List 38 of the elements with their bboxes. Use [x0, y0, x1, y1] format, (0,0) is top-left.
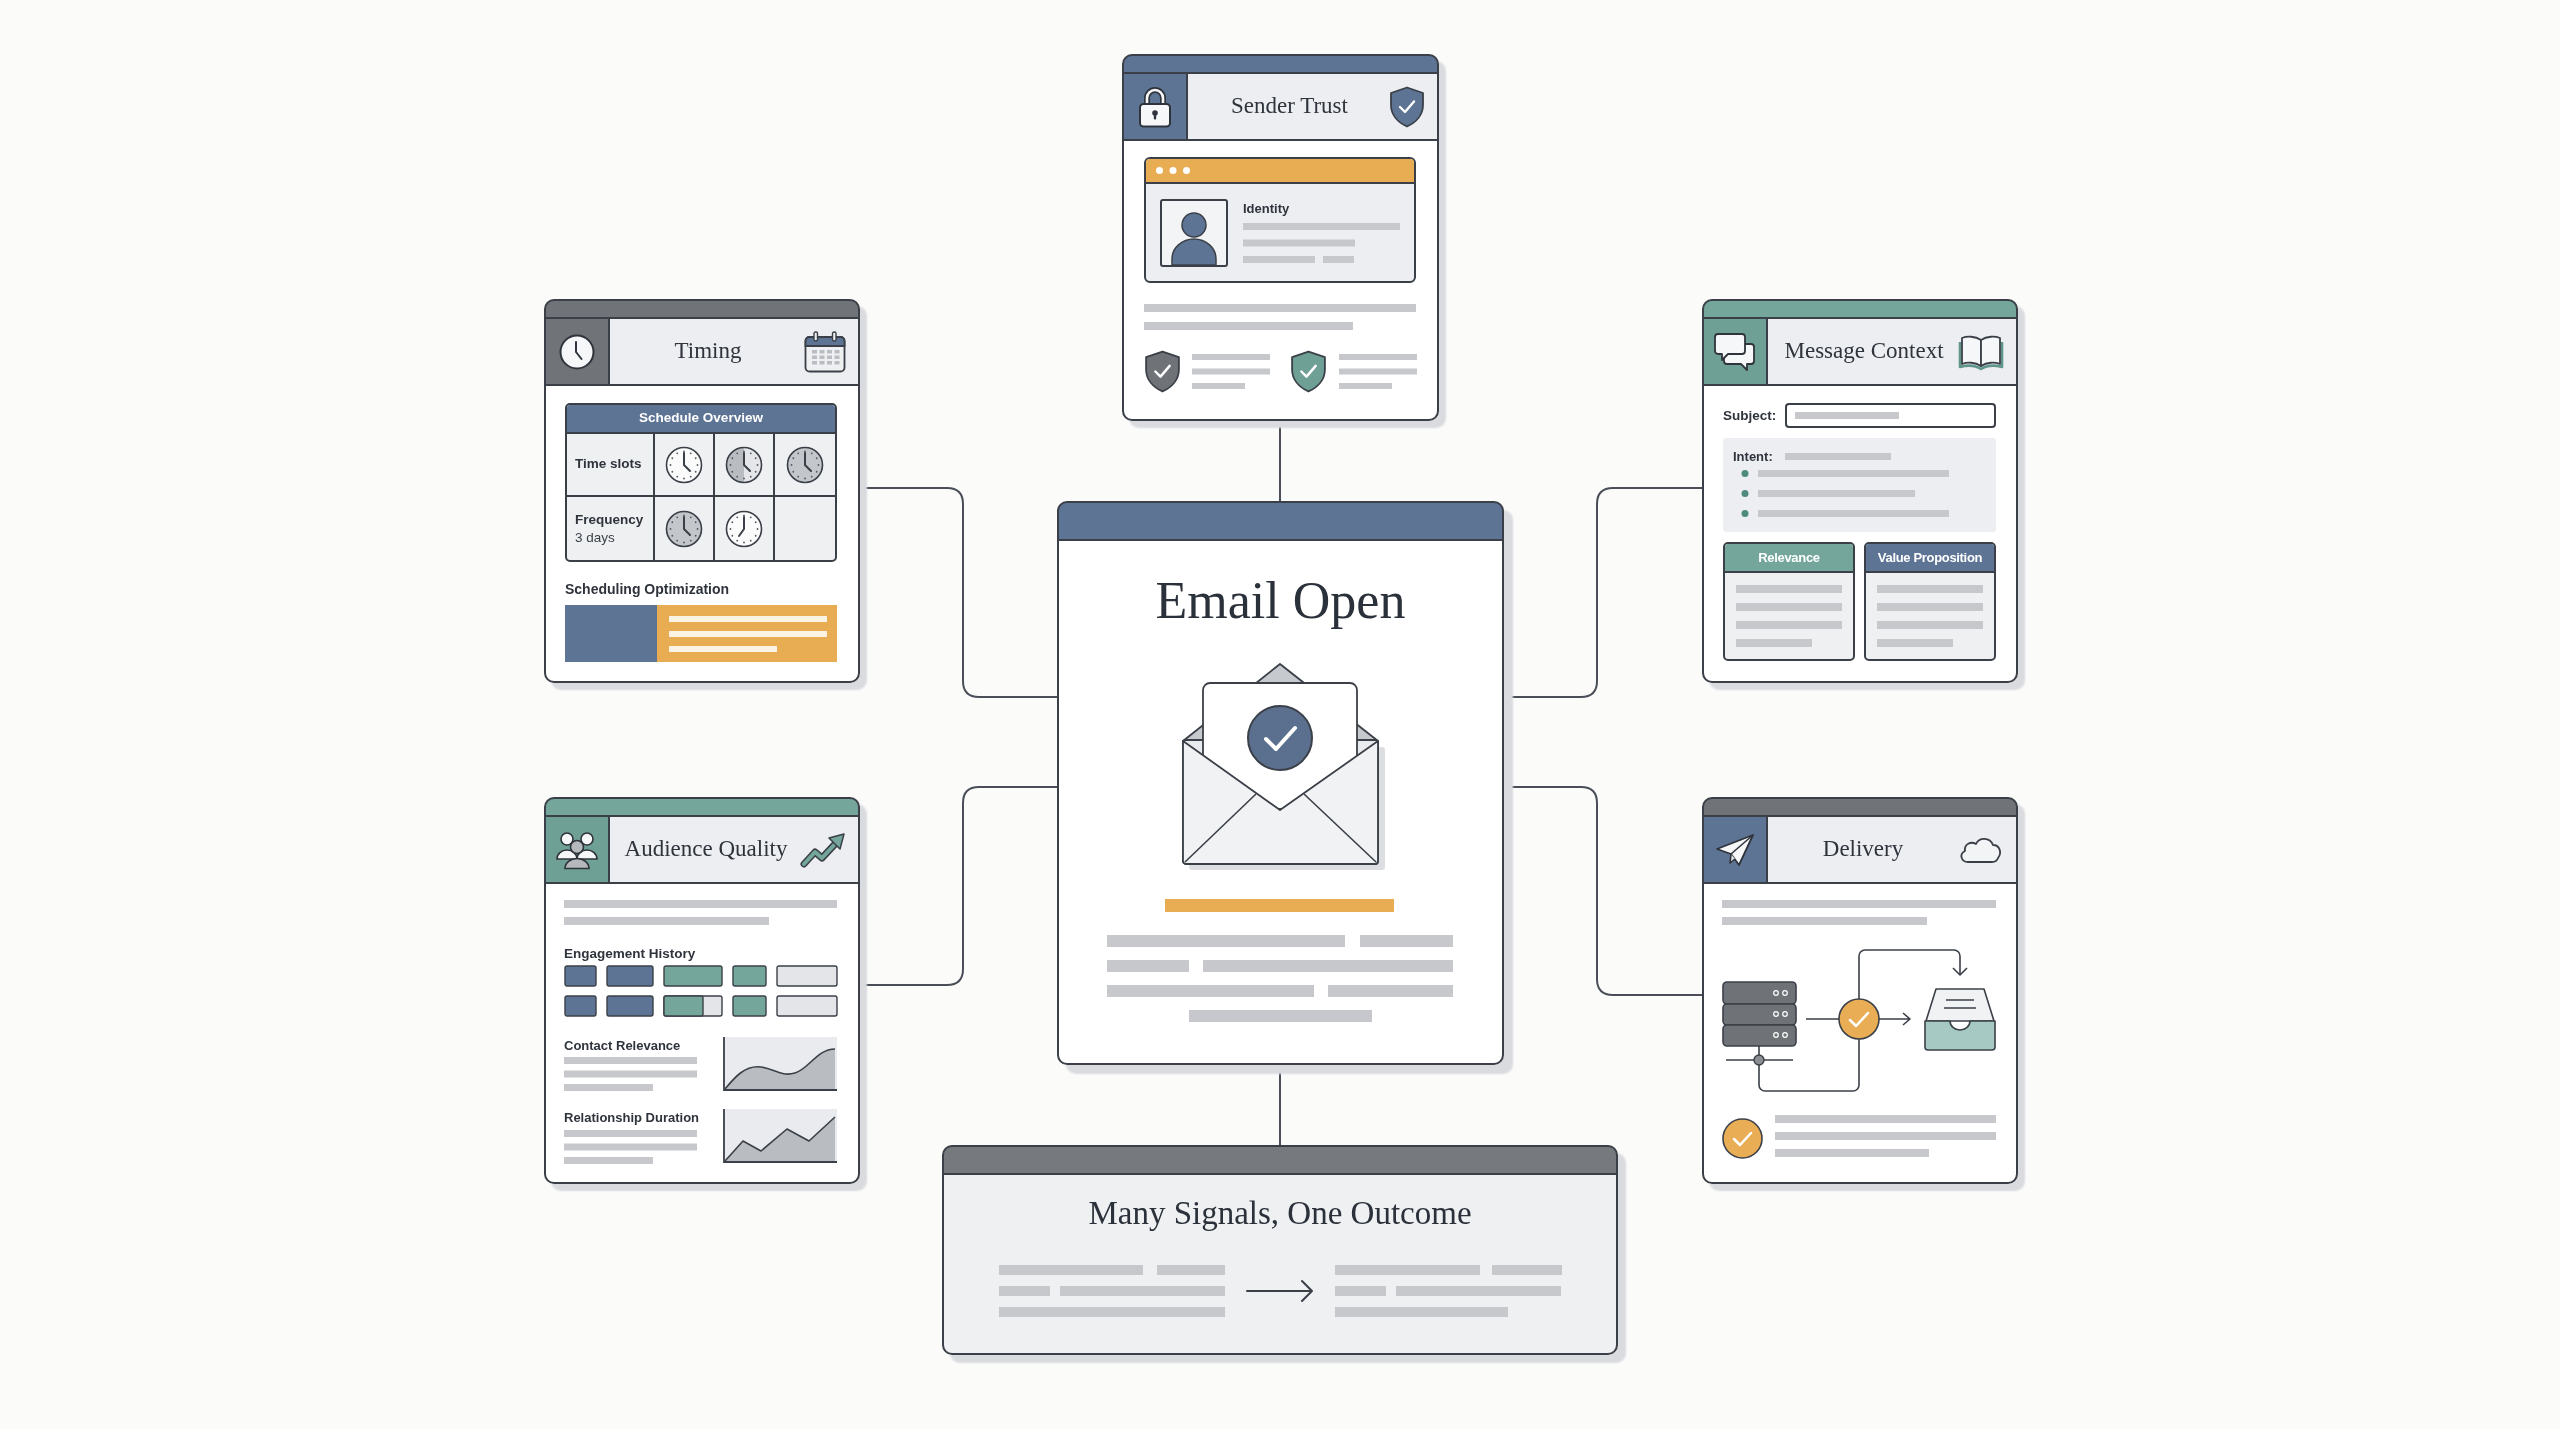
field-label: Subject:: [1723, 407, 1777, 425]
section-heading: Relationship Duration: [564, 1109, 700, 1127]
card-title: Message Context: [1784, 337, 1944, 366]
info-card: [1723, 542, 1855, 661]
connector-line: [1503, 487, 1703, 698]
section-heading: Scheduling Optimization: [565, 580, 730, 599]
card-title: Email Open: [1155, 571, 1406, 631]
signal-card: [544, 299, 860, 683]
identity-card: [1144, 157, 1416, 283]
signal-card: [1702, 299, 2018, 683]
outcome-card: [1057, 501, 1504, 1065]
signal-card: [1122, 54, 1439, 421]
info-card: [1864, 542, 1996, 661]
signal-card: [544, 797, 860, 1184]
card-title: Delivery: [1822, 835, 1904, 864]
row-label: Time slots: [575, 455, 643, 474]
connector-line: [1503, 786, 1703, 996]
row-value: 3 days: [575, 528, 616, 547]
card-label: Identity: [1243, 200, 1290, 218]
card-title: Timing: [674, 337, 742, 366]
section-heading: Contact Relevance: [564, 1037, 681, 1055]
card-title: Audience Quality: [624, 835, 788, 864]
table-header: Schedule Overview: [567, 405, 835, 434]
card-header: Relevance: [1725, 544, 1853, 573]
field-label: Intent:: [1733, 448, 1773, 466]
summary-card: [942, 1145, 1618, 1355]
signal-card: [1702, 797, 2018, 1184]
card-title: Many Signals, One Outcome: [1088, 1194, 1472, 1233]
connector-line: [859, 786, 1058, 986]
schedule-table: [565, 403, 837, 562]
card-title: Sender Trust: [1231, 92, 1348, 121]
intent-panel: [1723, 438, 1996, 532]
connector-line: [1279, 420, 1281, 502]
connector-line: [1279, 1064, 1281, 1146]
connector-line: [859, 487, 1058, 698]
row-label: Frequency: [575, 510, 645, 529]
card-header: Value Proposition: [1866, 544, 1994, 573]
section-heading: Engagement History: [564, 945, 696, 963]
